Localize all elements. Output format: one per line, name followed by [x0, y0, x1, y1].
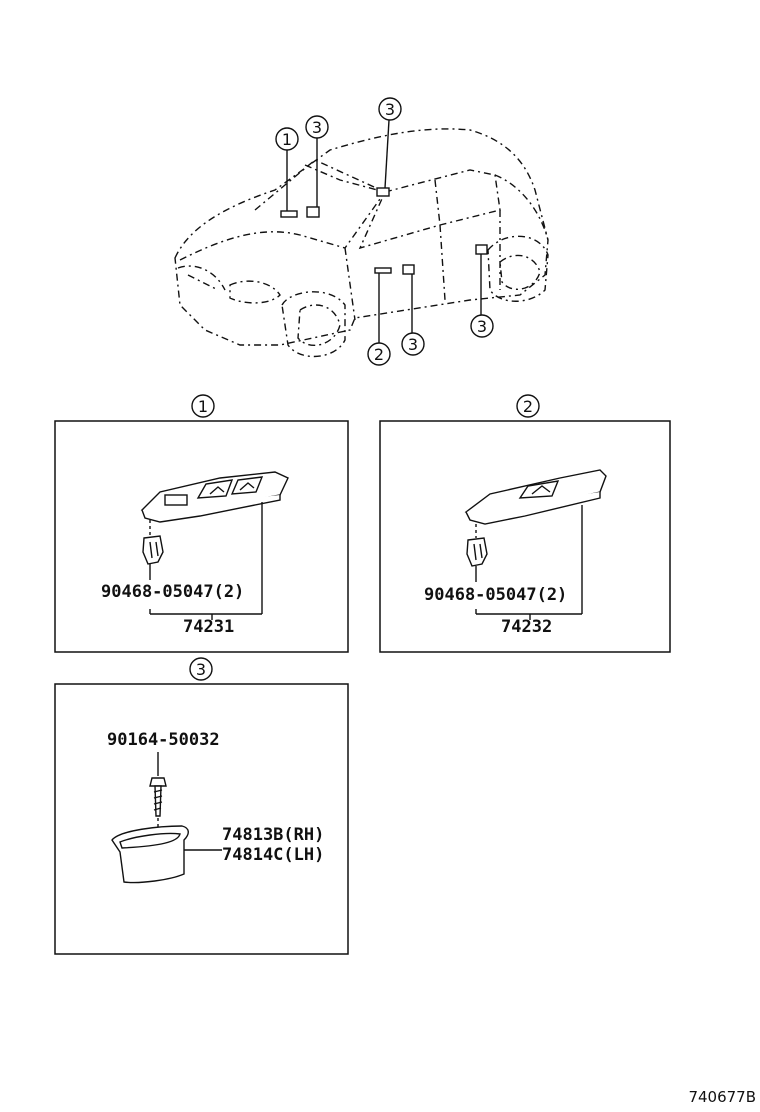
panel-2-frame — [379, 420, 671, 653]
svg-text:2: 2 — [374, 345, 384, 364]
callout-3-top-a: 3 — [305, 115, 329, 139]
svg-text:3: 3 — [408, 335, 418, 354]
svg-text:1: 1 — [198, 397, 208, 416]
switch-location-marker — [280, 210, 298, 218]
panel-3-bezel-rh-part-number: 74813B(RH) — [222, 825, 324, 845]
panel-2-header: 2 — [516, 394, 540, 418]
callout-3-bottom-a: 3 — [401, 332, 425, 356]
bezel-location-marker — [475, 244, 488, 255]
panel-3-screw-part-number: 90164-50032 — [107, 730, 220, 750]
panel-1-screw-part-number: 90468-05047(2) — [101, 582, 244, 602]
screw-illustration — [149, 777, 167, 817]
clip-screw-illustration — [466, 537, 488, 567]
panel-3-bezel-lh-part-number: 74814C(LH) — [222, 845, 324, 865]
panel-2-switch-part-number: 74232 — [501, 617, 552, 637]
master-switch-illustration — [140, 471, 289, 523]
svg-text:2: 2 — [523, 397, 533, 416]
bezel-location-marker — [376, 187, 390, 197]
car-overview-illustration — [174, 119, 549, 358]
door-bezel-illustration — [111, 825, 222, 884]
switch-location-marker — [374, 267, 392, 274]
panel-3-header: 3 — [189, 657, 213, 681]
svg-text:3: 3 — [196, 660, 206, 679]
callout-3-top-b: 3 — [378, 97, 402, 121]
callout-1-top: 1 — [275, 127, 299, 151]
bezel-location-marker — [402, 264, 415, 275]
panel-3-frame — [54, 683, 349, 955]
callout-2-bottom: 2 — [367, 342, 391, 366]
panel-2-screw-part-number: 90468-05047(2) — [424, 585, 567, 605]
panel-1-frame — [54, 420, 349, 653]
svg-text:3: 3 — [312, 118, 322, 137]
svg-text:3: 3 — [477, 317, 487, 336]
single-switch-illustration — [464, 469, 607, 525]
clip-screw-illustration — [142, 535, 164, 565]
panel-1-switch-part-number: 74231 — [183, 617, 234, 637]
svg-text:1: 1 — [282, 130, 292, 149]
svg-text:3: 3 — [385, 100, 395, 119]
panel-1-header: 1 — [191, 394, 215, 418]
diagram-id: 740677B — [688, 1088, 756, 1106]
callout-3-bottom-b: 3 — [470, 314, 494, 338]
bezel-location-marker — [306, 206, 320, 218]
